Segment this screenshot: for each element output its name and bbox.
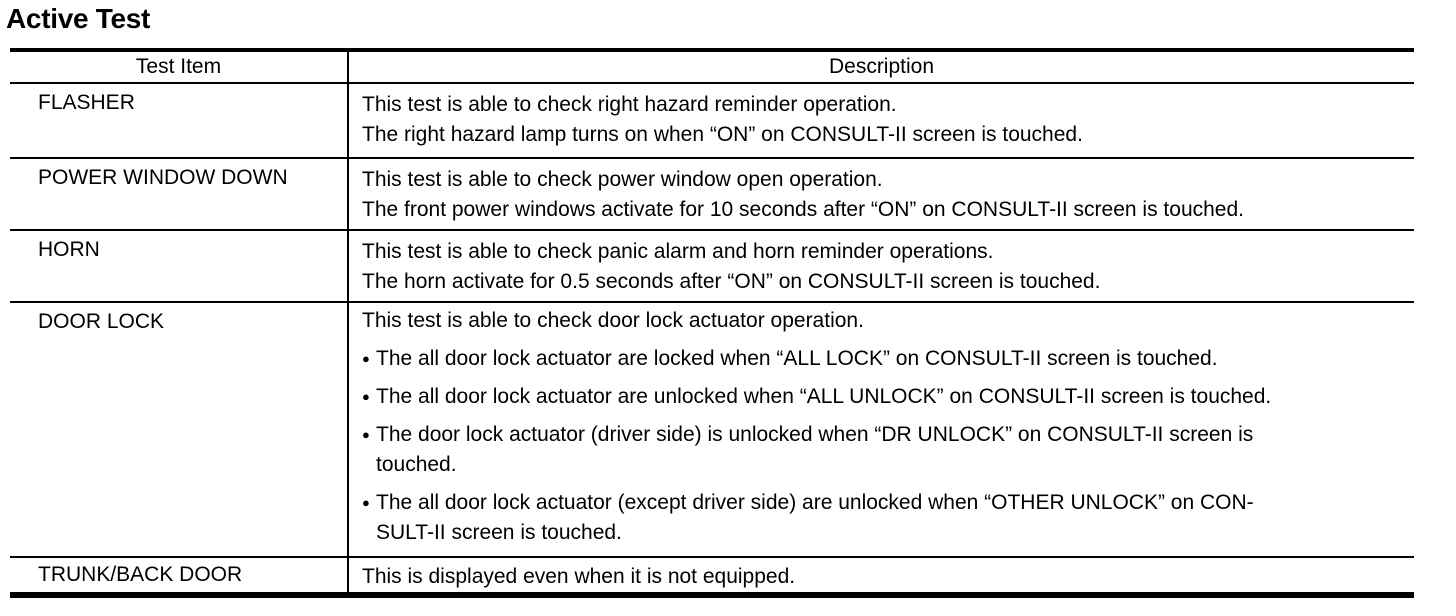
table-header-row: Test Item Description xyxy=(10,50,1414,83)
page-title: Active Test xyxy=(6,3,151,34)
table-row-flasher: FLASHER This test is able to check right… xyxy=(10,83,1414,158)
test-item-cell: DOOR LOCK xyxy=(10,302,349,557)
column-header-test-item: Test Item xyxy=(10,50,349,83)
bullet-item: ● The all door lock actuator are locked … xyxy=(362,344,1408,374)
bullet-line: The door lock actuator (driver side) is … xyxy=(376,423,1254,446)
table-row-power-window-down: POWER WINDOW DOWN This test is able to c… xyxy=(10,158,1414,230)
active-test-table: Test Item Description FLASHER This test … xyxy=(10,48,1414,598)
test-item-cell: TRUNK/BACK DOOR xyxy=(10,557,349,595)
description-line: This test is able to check panic alarm a… xyxy=(362,240,994,263)
description-line: The right hazard lamp turns on when “ON”… xyxy=(362,123,1083,146)
bullet-item: ● The all door lock actuator are unlocke… xyxy=(362,382,1408,412)
description-cell: This is displayed even when it is not eq… xyxy=(348,557,1414,595)
description-line: This is displayed even when it is not eq… xyxy=(362,565,796,588)
test-item-cell: POWER WINDOW DOWN xyxy=(10,158,349,230)
description-cell: This test is able to check panic alarm a… xyxy=(348,230,1414,302)
table-row-door-lock: DOOR LOCK This test is able to check doo… xyxy=(10,302,1414,557)
test-item-cell: FLASHER xyxy=(10,83,349,158)
description-line: The horn activate for 0.5 seconds after … xyxy=(362,270,1101,293)
bullet-icon: ● xyxy=(362,495,370,510)
table-row-trunk-back-door: TRUNK/BACK DOOR This is displayed even w… xyxy=(10,557,1414,595)
bullet-line: touched. xyxy=(376,453,457,476)
table-row-horn: HORN This test is able to check panic al… xyxy=(10,230,1414,302)
description-cell: This test is able to check right hazard … xyxy=(348,83,1414,158)
description-line: The front power windows activate for 10 … xyxy=(362,198,1244,221)
bullet-item: ● The door lock actuator (driver side) i… xyxy=(362,420,1408,480)
bullet-icon: ● xyxy=(362,427,370,442)
description-line: This test is able to check door lock act… xyxy=(362,309,864,332)
bullet-line: The all door lock actuator (except drive… xyxy=(376,491,1254,514)
bullet-item: ● The all door lock actuator (except dri… xyxy=(362,488,1408,548)
bullet-icon: ● xyxy=(362,351,370,366)
test-item-cell: HORN xyxy=(10,230,349,302)
bullet-icon: ● xyxy=(362,389,370,404)
description-line: This test is able to check power window … xyxy=(362,168,883,191)
bullet-line: The all door lock actuator are unlocked … xyxy=(376,385,1272,408)
bullet-line: The all door lock actuator are locked wh… xyxy=(376,347,1218,370)
bullet-line: SULT-II screen is touched. xyxy=(376,521,622,544)
column-header-description: Description xyxy=(828,55,935,78)
description-cell: This test is able to check power window … xyxy=(348,158,1414,230)
description-cell: This test is able to check door lock act… xyxy=(348,302,1414,557)
description-line: This test is able to check right hazard … xyxy=(362,93,897,116)
